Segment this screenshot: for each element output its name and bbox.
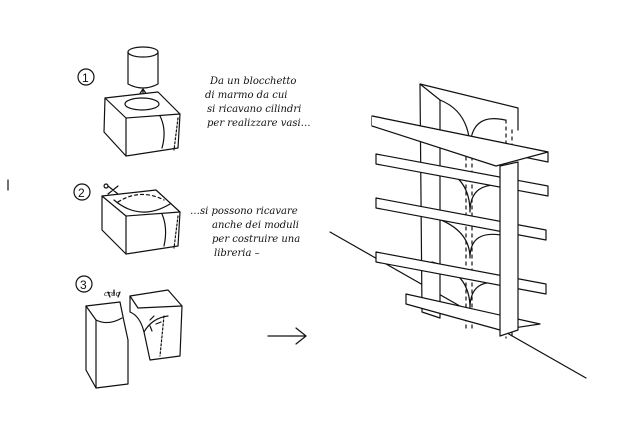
- step-2-caption: …si possono ricavare anche dei moduli pe…: [190, 206, 300, 259]
- step-3-number-circle: [75, 275, 93, 293]
- marble-block-2: [101, 189, 181, 255]
- step-2: 2 …si possono ricavare anche dei moduli …: [73, 183, 300, 259]
- step-1-caption-line-1: Da un blocchetto: [209, 76, 296, 87]
- step-1-caption-line-4: per realizzare vasi…: [207, 118, 311, 129]
- step-2-number-circle: [73, 183, 91, 201]
- step-3-number: 3: [80, 278, 87, 292]
- marble-cylinder: [127, 46, 159, 89]
- step-1-number: 1: [82, 71, 89, 85]
- scissors-icon: [103, 183, 119, 201]
- crack-sound-label: crac: [104, 290, 119, 298]
- step-1-number-circle: [77, 68, 95, 86]
- step-2-number: 2: [78, 186, 85, 200]
- step-2-caption-line-2: anche dei moduli: [212, 220, 299, 231]
- step-1-caption-line-2: di marmo da cui: [205, 90, 287, 101]
- step-2-caption-line-3: per costruire una: [212, 234, 300, 245]
- arrow-right-icon: [267, 327, 307, 345]
- split-module: [85, 289, 183, 389]
- step-2-caption-line-4: libreria –: [214, 248, 260, 259]
- shelf-2: [375, 153, 549, 197]
- step-2-caption-line-1: …si possono ricavare: [190, 206, 298, 217]
- step-1: 1 Da un blocchetto di marmo da cui si ri…: [77, 46, 311, 157]
- step-1-caption-line-3: si ricavano cilindri: [207, 104, 301, 115]
- step-3: 3 crac: [75, 275, 183, 389]
- floor-line: [329, 231, 587, 379]
- bookshelf: [329, 83, 587, 379]
- front-column: [499, 161, 519, 337]
- marble-block-1: [103, 91, 181, 157]
- step-1-caption: Da un blocchetto di marmo da cui si rica…: [205, 76, 311, 129]
- shelf-1: [371, 115, 549, 167]
